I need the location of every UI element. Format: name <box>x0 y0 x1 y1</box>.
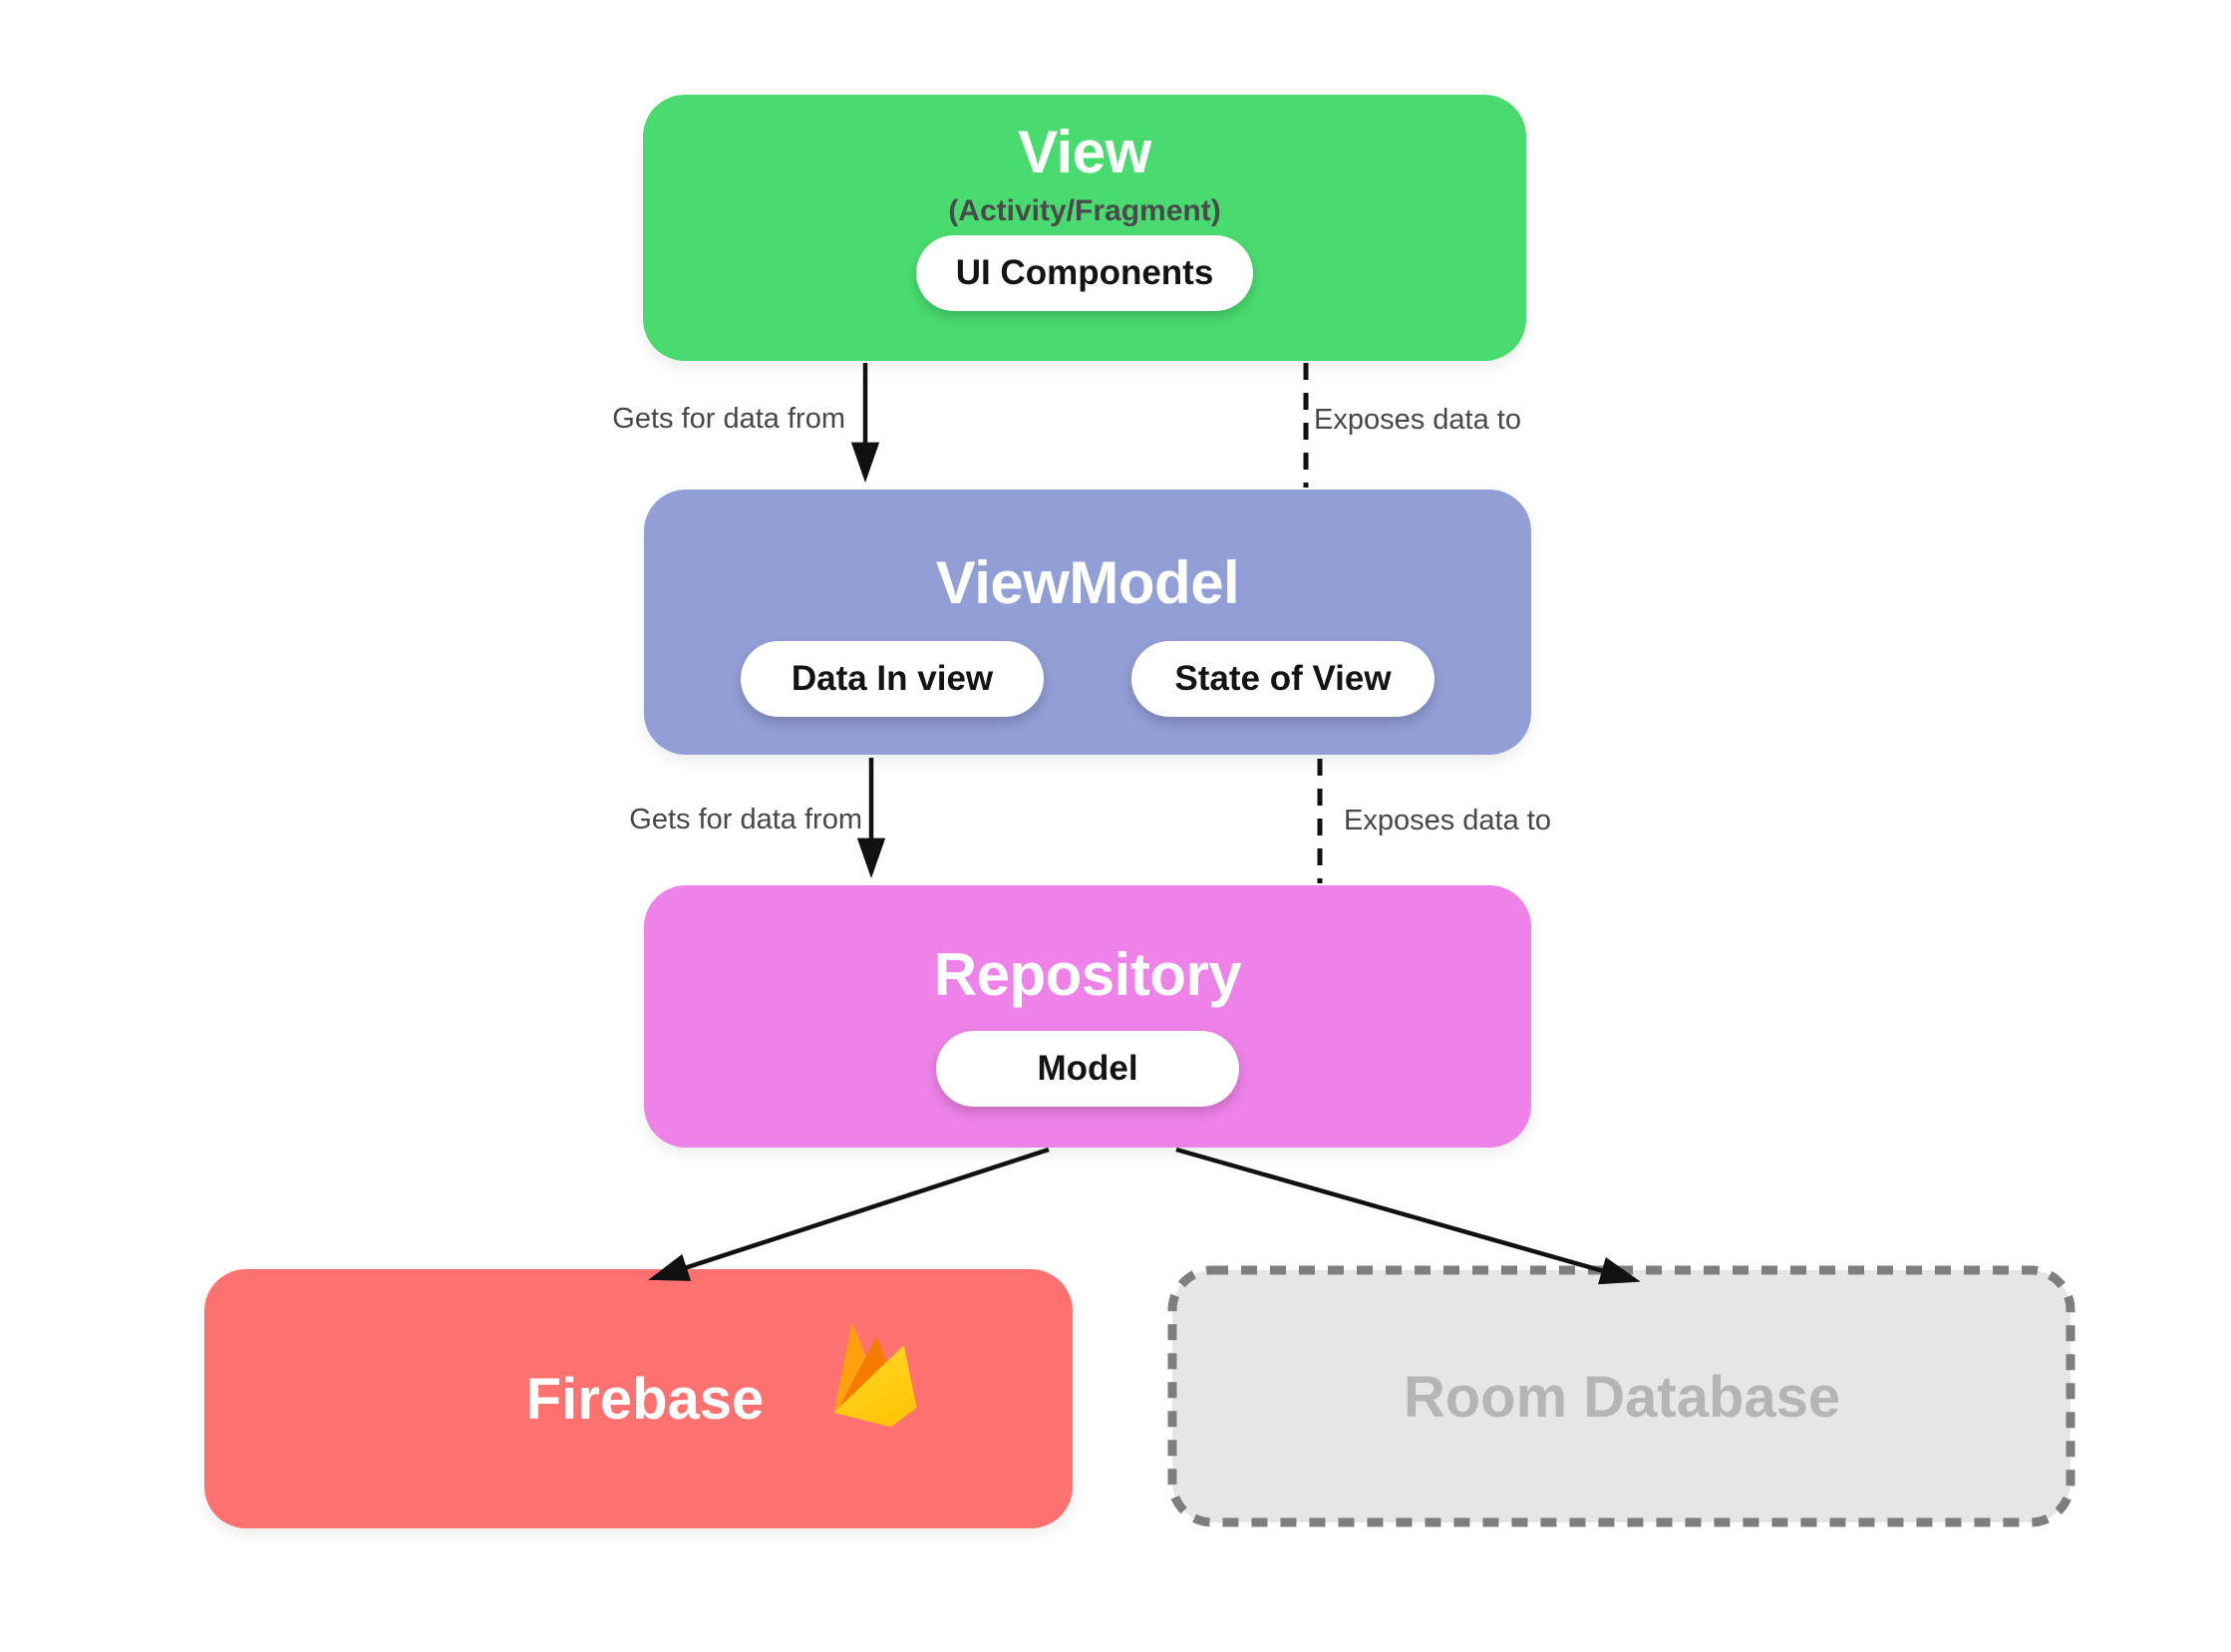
chip-ui-components: UI Components <box>915 235 1254 311</box>
edge-repository-to-firebase-arrow <box>648 1147 1050 1281</box>
viewmodel-chips-row: Data In view State of View <box>741 641 1434 717</box>
edge-label-exposes-data-repository: Exposes data to <box>1344 805 1551 836</box>
node-viewmodel: ViewModel Data In view State of View <box>644 490 1531 755</box>
flame-middle-wing <box>838 1336 895 1408</box>
flame-left-wing <box>833 1321 876 1413</box>
node-view-title: View <box>1018 119 1151 185</box>
chip-data-in-view: Data In view <box>741 641 1044 717</box>
node-firebase-title: Firebase <box>525 1366 765 1432</box>
chip-model: Model <box>936 1031 1239 1107</box>
node-view: View (Activity/Fragment) UI Components <box>643 95 1526 361</box>
firebase-flame-icon <box>833 1321 917 1428</box>
node-viewmodel-title: ViewModel <box>935 549 1240 616</box>
edge-repository-to-room-arrow <box>1175 1147 1641 1285</box>
node-repository-title: Repository <box>933 941 1242 1008</box>
node-view-subtitle: (Activity/Fragment) <box>948 194 1221 227</box>
flame-main-sail <box>833 1345 917 1428</box>
chip-state-of-view: State of View <box>1131 641 1434 717</box>
node-firebase: Firebase <box>204 1269 1073 1528</box>
edge-label-gets-data-viewmodel: Gets for data from <box>629 804 862 835</box>
node-room-database: Room Database <box>1168 1266 2075 1527</box>
node-repository: Repository Model <box>644 885 1531 1148</box>
edge-label-exposes-data-viewmodel: Exposes data to <box>1314 404 1521 436</box>
node-room-database-title: Room Database <box>1403 1364 1841 1430</box>
edge-label-gets-data-view: Gets for data from <box>612 403 845 435</box>
